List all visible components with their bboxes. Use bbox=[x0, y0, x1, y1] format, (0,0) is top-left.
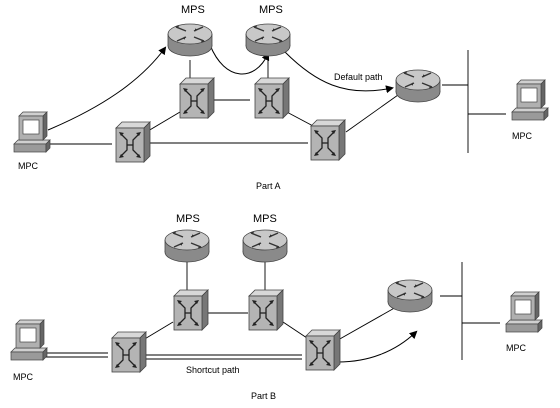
mpc-workstation-b-left-icon bbox=[10, 319, 48, 361]
atm-switch-b2-icon bbox=[248, 289, 284, 331]
mpc-workstation-a-left-icon bbox=[13, 111, 51, 153]
edge-router-a-icon bbox=[395, 69, 441, 103]
atm-switch-b4-icon bbox=[305, 329, 341, 371]
atm-switch-b1-icon bbox=[173, 289, 209, 331]
mpc-workstation-a-right-icon bbox=[511, 79, 549, 121]
atm-switch-a1-icon bbox=[179, 77, 215, 119]
mps-router-a-right-icon bbox=[245, 23, 291, 57]
shortcut-path-label: Shortcut path bbox=[186, 365, 240, 375]
shortcut-path-arrow bbox=[337, 330, 418, 363]
part-a-mps-right-label: MPS bbox=[259, 4, 283, 16]
part-b-caption: Part B bbox=[251, 391, 277, 401]
mps-router-a-left-icon bbox=[167, 23, 213, 57]
part-a bbox=[13, 23, 549, 163]
atm-switch-a2-icon bbox=[254, 77, 290, 119]
default-path-arrows bbox=[47, 44, 394, 131]
part-b bbox=[10, 229, 543, 373]
part-b-mps-right-label: MPS bbox=[253, 213, 277, 225]
part-a-caption: Part A bbox=[256, 181, 281, 191]
part-b-mpc-left-label: MPC bbox=[13, 372, 33, 382]
mps-router-b-left-icon bbox=[164, 229, 210, 263]
atm-switch-a4-icon bbox=[310, 119, 346, 161]
default-path-label: Default path bbox=[334, 72, 383, 82]
part-a-mps-left-label: MPS bbox=[181, 4, 205, 16]
atm-switch-a3-icon bbox=[115, 121, 151, 163]
edge-router-b-icon bbox=[387, 279, 433, 313]
part-b-mps-left-label: MPS bbox=[176, 213, 200, 225]
part-a-mpc-right-label: MPC bbox=[512, 131, 532, 141]
mpc-workstation-b-right-icon bbox=[505, 291, 543, 333]
part-b-mpc-right-label: MPC bbox=[506, 343, 526, 353]
part-a-mpc-left-label: MPC bbox=[18, 161, 38, 171]
atm-switch-b3-icon bbox=[111, 331, 147, 373]
part-b-links bbox=[42, 262, 500, 360]
mps-router-b-right-icon bbox=[242, 229, 288, 263]
